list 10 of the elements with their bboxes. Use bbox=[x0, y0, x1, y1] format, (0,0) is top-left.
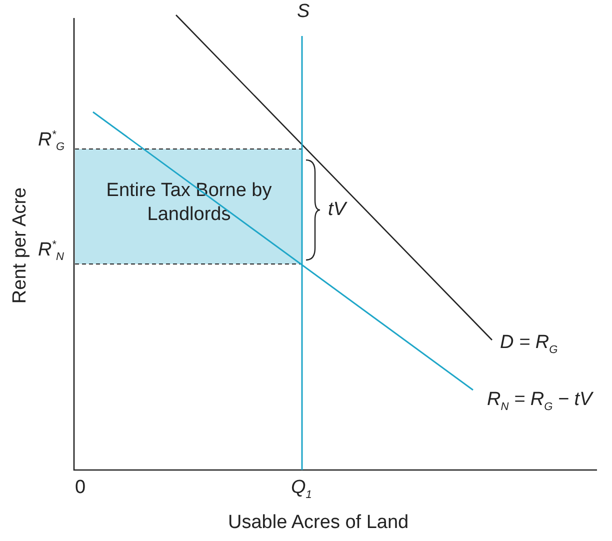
curve-label: D = R$_{G}$ bbox=[500, 333, 558, 356]
axis-value: Q$_{1}$ bbox=[291, 478, 312, 501]
area-label: Entire Tax Borne by Landlords bbox=[105, 179, 273, 226]
gap-label: tV bbox=[328, 200, 346, 219]
curve-label: S bbox=[297, 2, 310, 21]
axis-title: Usable Acres of Land bbox=[228, 513, 409, 532]
shaded-area bbox=[75, 149, 302, 264]
curve-label: R$_{N}$ = R$_{G}$ − tV bbox=[487, 390, 592, 413]
axis-origin: 0 bbox=[75, 478, 86, 497]
axis-title: Rent per Acre bbox=[10, 186, 30, 304]
